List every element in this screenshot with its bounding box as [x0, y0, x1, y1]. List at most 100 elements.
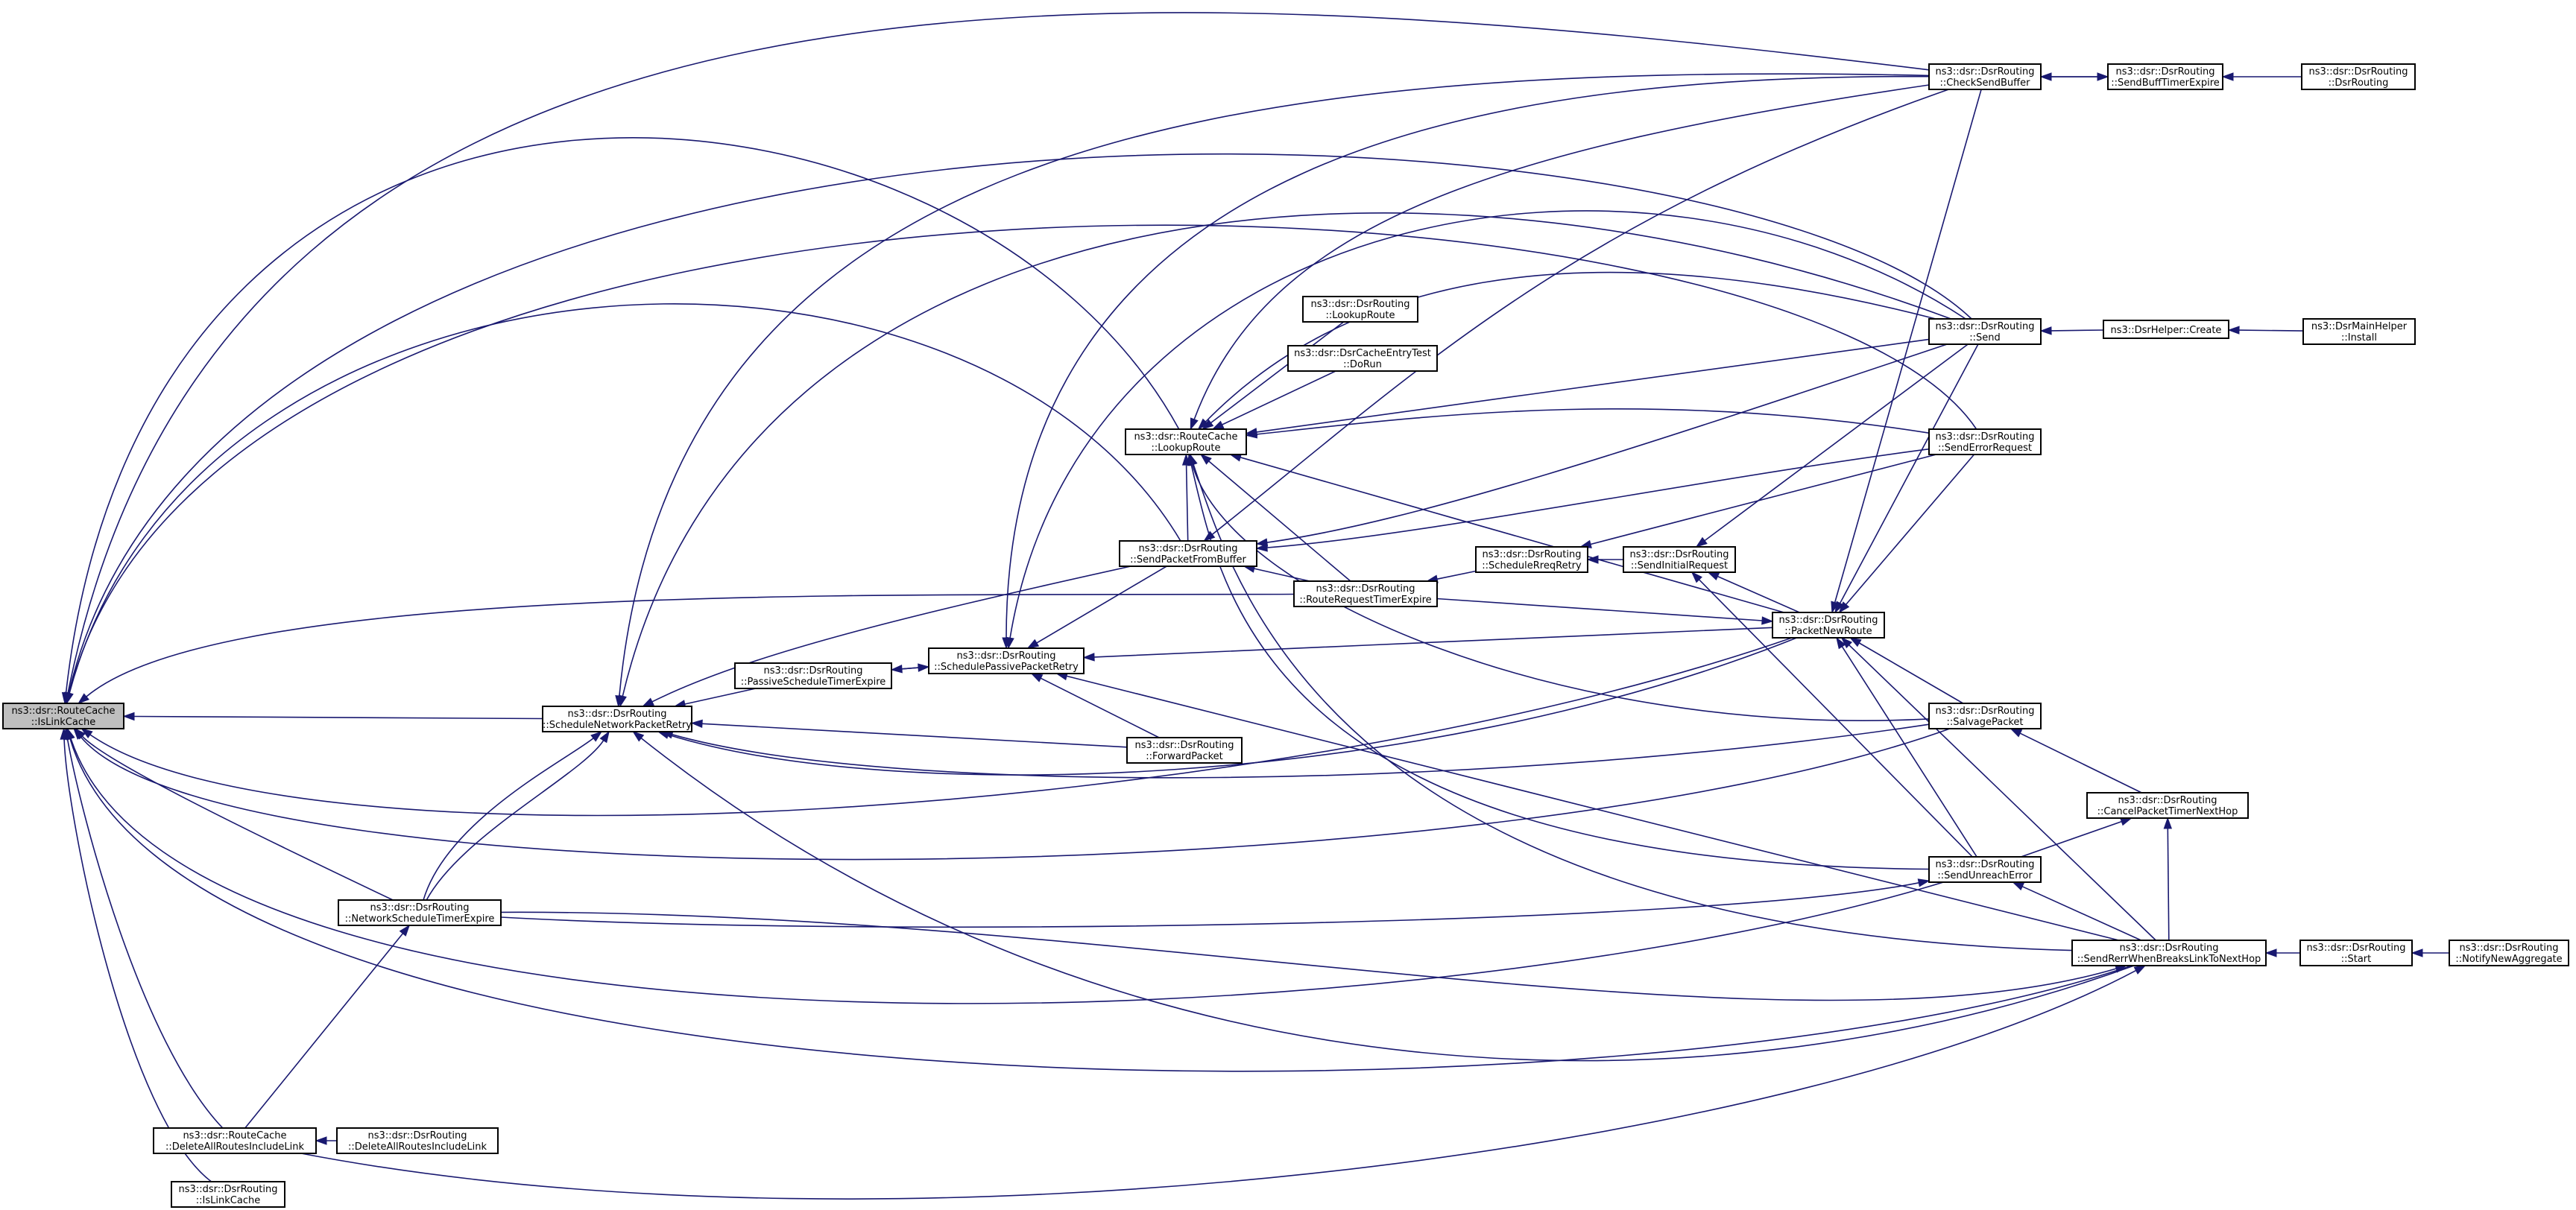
node-schednet[interactable]: ns3::dsr::DsrRouting::ScheduleNetworkPac… — [542, 706, 692, 732]
call-edge-salvage-to-pktnew — [1849, 637, 1964, 704]
node-buffexp[interactable]: ns3::dsr::DsrRouting::SendBuffTimerExpir… — [2107, 63, 2223, 90]
edge-line — [1193, 84, 1930, 420]
call-edge-dsrrouting-to-buffexp — [2221, 72, 2302, 81]
edge-line — [65, 137, 1180, 694]
node-box — [2071, 940, 2267, 966]
node-pktnew[interactable]: ns3::dsr::DsrRouting::PacketNewRoute — [1772, 612, 1885, 639]
call-edge-checkbuf-to-schednet — [615, 73, 1930, 708]
node-dsrrouting[interactable]: ns3::dsr::DsrRouting::DsrRouting — [2301, 63, 2416, 90]
call-edge-rreqexp-to-lookup_rc — [1199, 454, 1351, 582]
node-label-line2: ::PacketNewRoute — [1784, 626, 1872, 637]
arrowhead-icon — [66, 727, 75, 741]
node-install[interactable]: ns3::DsrMainHelper::Install — [2302, 318, 2416, 345]
arrowhead-icon — [1211, 420, 1225, 430]
node-forward[interactable]: ns3::dsr::DsrRouting::ForwardPacket — [1126, 737, 1243, 764]
call-edge-netsched-to-sendrerr — [500, 911, 2128, 1001]
edge-line — [1066, 675, 2119, 941]
arrowhead-icon — [618, 694, 627, 708]
node-rreqexp[interactable]: ns3::dsr::DsrRouting::RouteRequestTimerE… — [1293, 580, 1438, 607]
call-edge-lookup_rc-to-islinkcache — [61, 137, 1180, 705]
node-label-line2: ::DoRun — [1343, 359, 1382, 370]
node-box — [1928, 63, 2042, 90]
node-senderr[interactable]: ns3::dsr::DsrRouting::SendErrorRequest — [1928, 428, 2042, 455]
call-edge-delall_dsr-to-delall — [315, 1136, 337, 1145]
node-notify[interactable]: ns3::dsr::DsrRouting::NotifyNewAggregate — [2449, 940, 2569, 966]
edge-line — [69, 224, 1977, 694]
edge-line — [133, 715, 543, 720]
node-label-line1: ns3::dsr::DsrRouting — [1936, 859, 2035, 870]
arrowhead-icon — [2119, 817, 2133, 826]
node-sched-passive[interactable]: ns3::dsr::DsrRouting::SchedulePassivePac… — [928, 647, 1085, 674]
edge-line — [1704, 343, 1969, 542]
node-label-line1: ns3::dsr::DsrRouting — [1936, 706, 2035, 717]
node-helpercreate[interactable]: ns3::DsrHelper::Create — [2103, 320, 2229, 339]
node-schedreq[interactable]: ns3::dsr::DsrRouting::ScheduleRreqRetry — [1475, 546, 1588, 573]
call-edge-salvage-to-islinkcache — [73, 727, 1951, 861]
node-label-line2: ::SendBuffTimerExpire — [2111, 77, 2220, 89]
call-edge-helpercreate-to-send — [2039, 326, 2104, 335]
arrowhead-icon — [1199, 454, 1212, 465]
node-lookup-dsr[interactable]: ns3::dsr::DsrRouting::LookupRoute — [1302, 296, 1418, 323]
call-edge-delall-to-sendrerr — [300, 965, 2147, 1200]
node-cancel[interactable]: ns3::dsr::DsrRouting::CancelPacketTimerN… — [2086, 792, 2249, 819]
node-islink-dsr[interactable]: ns3::dsr::DsrRouting::IsLinkCache — [171, 1181, 285, 1208]
node-box — [1772, 612, 1885, 639]
edge-line — [70, 738, 1944, 1004]
node-label-line2: ::ForwardPacket — [1146, 751, 1223, 762]
node-label-line2: ::NotifyNewAggregate — [2455, 954, 2562, 965]
node-islinkcache[interactable]: ns3::dsr::RouteCache::IsLinkCache — [2, 703, 124, 729]
node-delall-dsr[interactable]: ns3::dsr::DsrRouting::DeleteAllRoutesInc… — [336, 1127, 499, 1154]
edge-line — [1009, 210, 1966, 639]
edge-line — [67, 12, 1930, 694]
arrowhead-icon — [1840, 636, 1853, 649]
edge-line — [1436, 598, 1763, 621]
edge-line — [1858, 642, 1964, 704]
call-edge-sendrerr-to-islinkcache — [66, 727, 2133, 1072]
node-salvage[interactable]: ns3::dsr::DsrRouting::SalvagePacket — [1928, 703, 2042, 729]
call-edge-pktnew-to-sched_passive — [1082, 627, 1773, 662]
node-send[interactable]: ns3::dsr::DsrRouting::Send — [1928, 318, 2042, 345]
node-label-line1: ns3::dsr::DsrRouting — [1135, 740, 1234, 751]
arrowhead-icon — [1026, 639, 1040, 649]
arrowhead-icon — [2411, 948, 2423, 957]
edge-line — [1190, 464, 1930, 870]
arrowhead-icon — [1197, 418, 1209, 431]
edge-line — [244, 933, 404, 1129]
node-lookup-rc[interactable]: ns3::dsr::RouteCache::LookupRoute — [1125, 428, 1247, 455]
arrowhead-icon — [1834, 601, 1844, 614]
node-label-line1: ns3::dsr::DsrRouting — [1936, 66, 2035, 77]
edge-line — [1208, 460, 1351, 582]
node-cachetest[interactable]: ns3::dsr::DsrCacheEntryTest::DoRun — [1287, 345, 1438, 372]
node-label-line2: ::LookupRoute — [1151, 443, 1220, 454]
arrowhead-icon — [60, 727, 69, 740]
node-start[interactable]: ns3::dsr::DsrRouting::Start — [2299, 940, 2413, 966]
node-box — [928, 647, 1085, 674]
edge-line — [1834, 89, 1982, 603]
node-checkbuf[interactable]: ns3::dsr::DsrRouting::CheckSendBuffer — [1928, 63, 2042, 90]
arrowhead-icon — [122, 712, 135, 721]
edge-line — [426, 740, 604, 901]
edge-line — [1185, 464, 1189, 542]
node-box — [1125, 428, 1247, 455]
call-edge-passive_exp-to-schednet — [673, 688, 757, 709]
node-sendfrombuf[interactable]: ns3::dsr::DsrRouting::SendPacketFromBuff… — [1119, 540, 1257, 567]
node-passive-exp[interactable]: ns3::dsr::DsrRouting::PassiveScheduleTim… — [734, 662, 892, 689]
node-delall[interactable]: ns3::dsr::RouteCache::DeleteAllRoutesInc… — [153, 1127, 317, 1154]
node-label-line2: ::SalvagePacket — [1946, 717, 2023, 728]
node-box — [1928, 318, 2042, 345]
node-sendrerr[interactable]: ns3::dsr::DsrRouting::SendRerrWhenBreaks… — [2071, 940, 2267, 966]
arrowhead-icon — [1190, 417, 1199, 431]
arrowhead-icon — [1695, 536, 1708, 548]
node-unreach[interactable]: ns3::dsr::DsrRouting::SendUnreachError — [1928, 856, 2042, 883]
node-netsched[interactable]: ns3::dsr::DsrRouting::NetworkScheduleTim… — [338, 899, 502, 926]
node-label-line1: ns3::dsr::DsrCacheEntryTest — [1294, 348, 1431, 359]
edge-line — [86, 593, 1295, 697]
arrowhead-icon — [2012, 881, 2025, 891]
node-label-line2: ::SendUnreachError — [1937, 870, 2033, 881]
arrowhead-icon — [1690, 571, 1702, 583]
edge-line — [1699, 579, 1973, 858]
node-box — [2449, 940, 2569, 966]
call-edge-passive_exp-to-sched_passive — [891, 663, 930, 672]
node-sendinit[interactable]: ns3::dsr::DsrRouting::SendInitialRequest — [1623, 546, 1736, 573]
node-box — [338, 899, 502, 926]
